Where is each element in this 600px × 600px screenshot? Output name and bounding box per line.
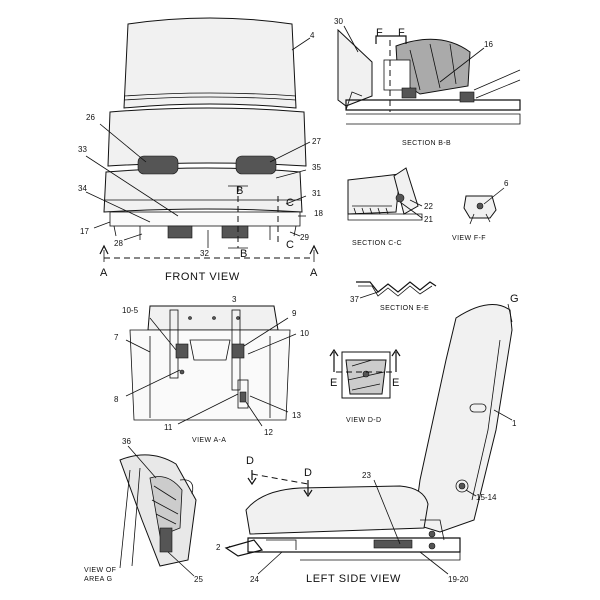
view-ff-title: VIEW F-F: [452, 235, 486, 242]
callout-g: G: [510, 293, 519, 305]
callout-24: 24: [250, 575, 259, 584]
callout-26: 26: [86, 113, 95, 122]
callout-17: 17: [80, 227, 89, 236]
left-side-view: D D G 1 15-14 23 2 24 19-20 LEFT SIDE VI…: [216, 293, 519, 585]
callout-15-14: 15-14: [476, 493, 497, 502]
callout-18: 18: [314, 209, 323, 218]
front-view: FRONT VIEW A A B B C C 4 26 27 33 35 34 …: [78, 17, 323, 283]
seat-cushion: [103, 167, 303, 213]
section-mark-b-top: B: [236, 185, 243, 197]
callout-1: 1: [512, 419, 517, 428]
section-bb-mark-f-left: F: [376, 27, 383, 39]
callout-19-20: 19-20: [448, 575, 469, 584]
section-ee-view: 37 SECTION E-E: [350, 281, 437, 312]
callout-34: 34: [78, 184, 87, 193]
callout-31: 31: [312, 189, 321, 198]
section-bb-mark-f-right: F: [398, 27, 405, 39]
callout-29: 29: [300, 233, 309, 242]
section-mark-a-left: A: [100, 267, 108, 279]
left-side-view-title: LEFT SIDE VIEW: [306, 573, 401, 585]
view-area-g: 36 25 VIEW OF AREA G: [84, 437, 203, 584]
view-aa-title: VIEW A-A: [192, 437, 226, 444]
callout-32: 32: [200, 249, 209, 258]
callout-9: 9: [292, 309, 297, 318]
backrest-outline: [123, 17, 297, 109]
section-ee-title: SECTION E-E: [380, 305, 429, 312]
callout-33: 33: [78, 145, 87, 154]
callout-27: 27: [312, 137, 321, 146]
area-g-title-line2: AREA G: [84, 576, 112, 583]
callout-25: 25: [194, 575, 203, 584]
callout-7: 7: [114, 333, 119, 342]
view-dd-mark-e-right: E: [392, 377, 399, 389]
section-mark-c-top: C: [286, 197, 294, 209]
section-cc-title: SECTION C-C: [352, 240, 402, 247]
section-mark-a-right: A: [310, 267, 318, 279]
front-view-title: FRONT VIEW: [165, 271, 240, 283]
callout-6: 6: [504, 179, 509, 188]
callout-10-5: 10-5: [122, 306, 139, 315]
section-bb-title: SECTION B-B: [402, 140, 451, 147]
front-callout-leaders: [85, 37, 311, 248]
callout-8: 8: [114, 395, 119, 404]
section-mark-b-bottom: B: [240, 248, 247, 260]
view-ff: 6 VIEW F-F: [452, 179, 509, 242]
seat-base: [109, 211, 301, 227]
section-cc-view: 22 21 SECTION C-C: [347, 167, 433, 247]
callout-37: 37: [350, 295, 359, 304]
callout-30: 30: [334, 17, 343, 26]
side-mark-d-left: D: [246, 455, 254, 467]
left-handle: [137, 155, 179, 175]
side-seat-cushion: [245, 485, 429, 535]
callout-23: 23: [362, 471, 371, 480]
callout-4: 4: [310, 31, 315, 40]
callout-16: 16: [484, 40, 493, 49]
callout-22: 22: [424, 202, 433, 211]
area-g-title-line1: VIEW OF: [84, 567, 116, 574]
side-mark-d-right: D: [304, 467, 312, 479]
section-mark-c-bottom: C: [286, 239, 294, 251]
callout-21: 21: [424, 215, 433, 224]
callout-12: 12: [264, 428, 273, 437]
callout-35: 35: [312, 163, 321, 172]
callout-3: 3: [232, 295, 237, 304]
view-dd-title: VIEW D-D: [346, 417, 381, 424]
callout-10: 10: [300, 329, 309, 338]
callout-36: 36: [122, 437, 131, 446]
callout-13: 13: [292, 411, 301, 420]
view-dd-mark-e-left: E: [330, 377, 337, 389]
seat-back-cushion: [107, 107, 307, 167]
right-handle: [235, 155, 277, 175]
view-aa: 3 10-5 9 7 10 8 11 12 13 VIEW A-A: [114, 295, 309, 444]
section-bb-view: F F 30 16 SECTION B-B: [334, 17, 521, 147]
side-backrest: [413, 304, 513, 533]
callout-2: 2: [216, 543, 221, 552]
view-dd: E E VIEW D-D: [329, 348, 401, 424]
callout-11: 11: [164, 423, 173, 432]
callout-28: 28: [114, 239, 123, 248]
